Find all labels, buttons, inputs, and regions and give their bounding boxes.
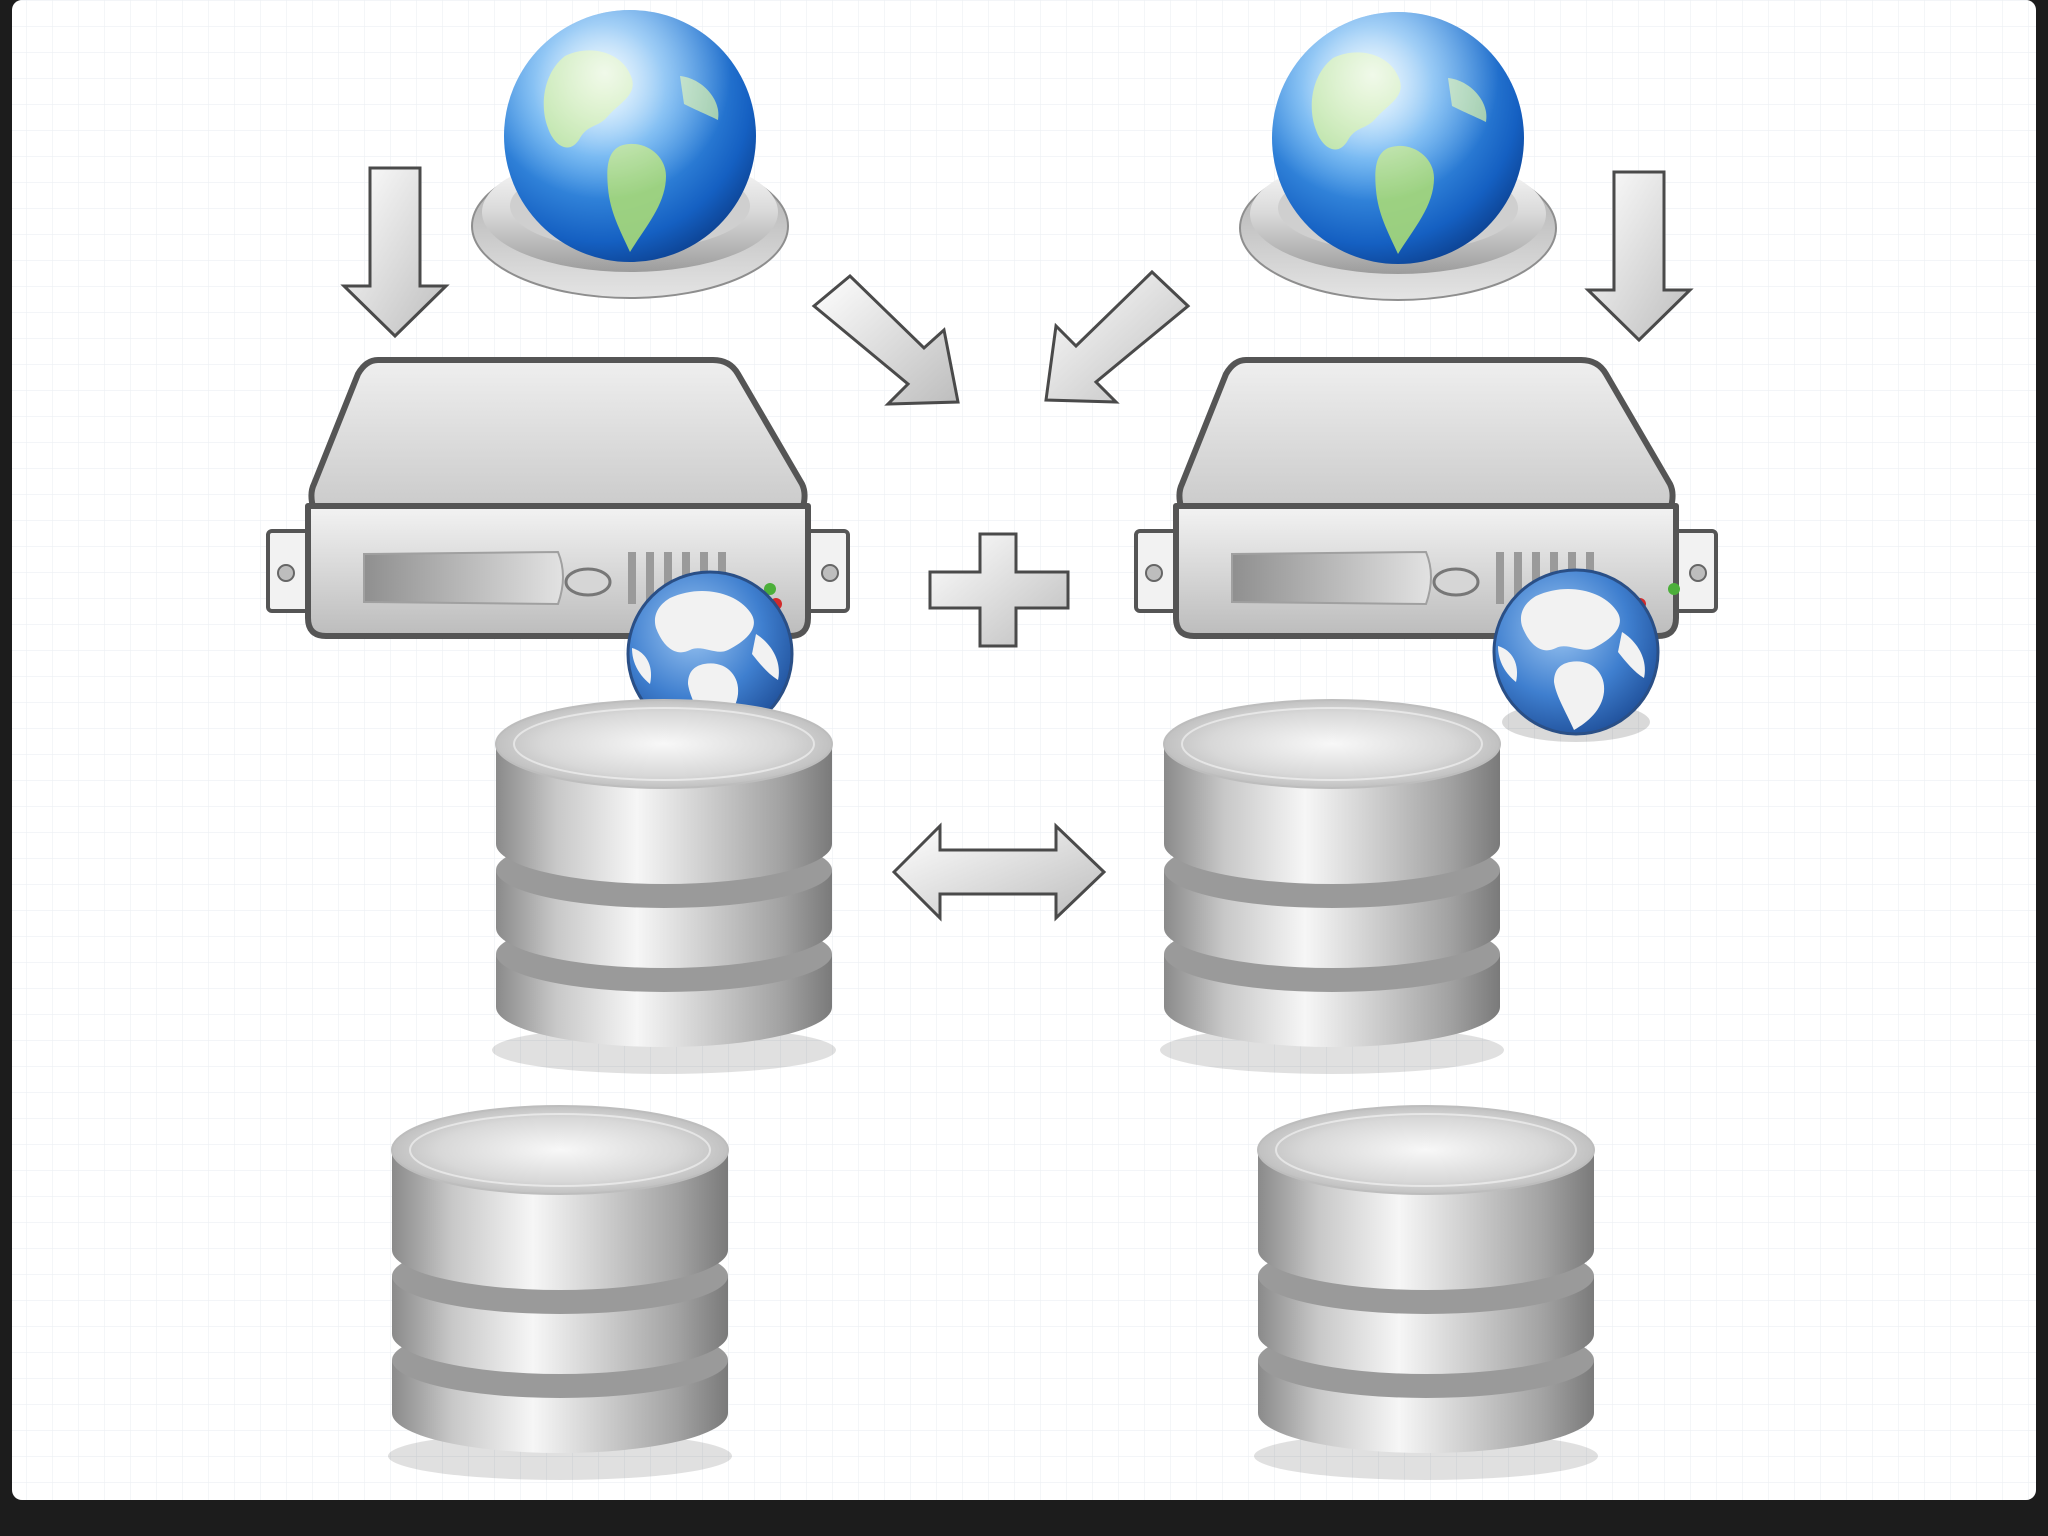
small-globe-icon-right xyxy=(1494,570,1658,742)
database-icon-right-secondary xyxy=(1254,1106,1598,1480)
database-icon-left-secondary xyxy=(388,1106,732,1480)
database-icon-left-primary xyxy=(492,700,836,1074)
database-icon-right-primary xyxy=(1160,700,1504,1074)
